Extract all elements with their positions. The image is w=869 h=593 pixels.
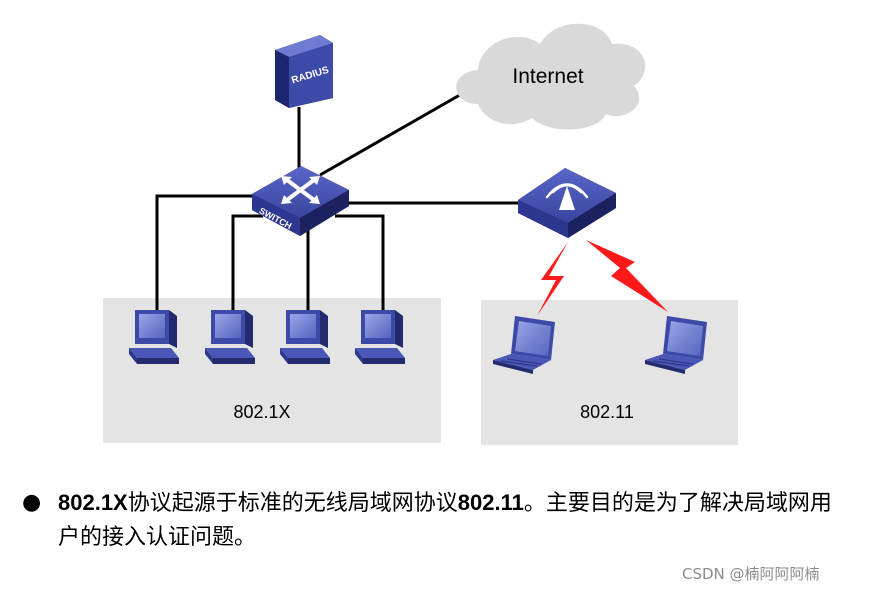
wireless-zone-label: 802.11 [580, 402, 634, 422]
desktop-pc-icon [205, 310, 255, 364]
lightning-icon [586, 240, 668, 312]
network-links [155, 90, 518, 315]
caption-text-2: 。主要目的是为了解决局域网用户的接入认证问题。 [58, 491, 832, 550]
lightning-icon [537, 242, 568, 316]
radius-server-icon: RADIUS [275, 35, 333, 108]
watermark: CSDN @楠阿阿阿楠 [682, 565, 820, 583]
wired-zone-label: 802.1X [233, 402, 290, 422]
laptop-icon [493, 316, 555, 374]
bullet-icon: ● [22, 490, 42, 515]
switch-icon: SWITCH [252, 166, 349, 236]
caption-bold-term-1: 802.1X [58, 490, 128, 515]
internet-cloud-icon: Internet [456, 23, 646, 130]
desktop-pc-icon [280, 310, 330, 364]
caption-text-1: 协议起源于标准的无线局域网协议 [127, 491, 458, 516]
desktop-pc-icon [129, 310, 179, 364]
cloud-label: Internet [512, 65, 583, 88]
desktop-pc-icon [355, 310, 405, 364]
network-diagram: RADIUS Internet SWITCH [103, 23, 738, 445]
caption-bold-term-2: 802.11 [457, 490, 524, 515]
access-point-icon [518, 168, 616, 238]
caption-text: 802.1X协议起源于标准的无线局域网协议802.11。主要目的是为了解决局域网… [58, 486, 838, 555]
caption-paragraph: ● 802.1X协议起源于标准的无线局域网协议802.11。主要目的是为了解决局… [18, 486, 838, 555]
